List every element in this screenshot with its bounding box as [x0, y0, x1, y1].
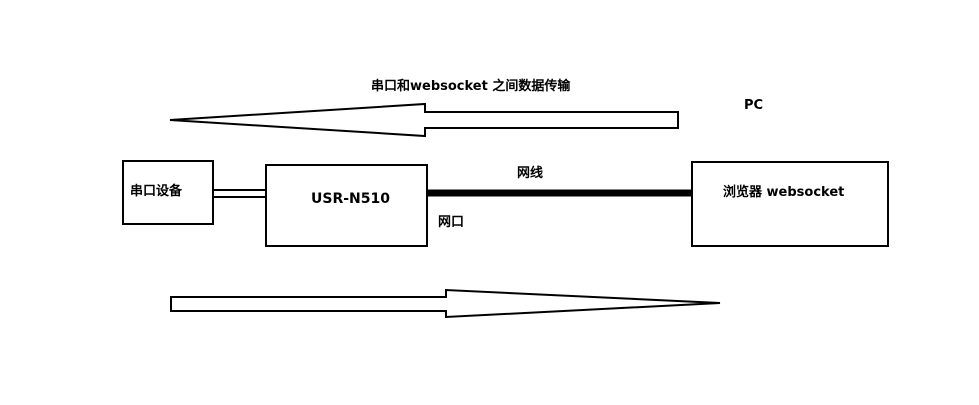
usr-device-label: USR-N510	[311, 191, 390, 207]
usr-device-box	[265, 164, 428, 247]
browser-label: 浏览器 websocket	[723, 185, 845, 200]
serial-device-label: 串口设备	[130, 184, 183, 199]
cable-label: 网线	[517, 166, 544, 181]
arrow-left	[169, 102, 679, 138]
browser-box	[691, 161, 889, 247]
arrow-right	[170, 288, 721, 319]
transfer-caption: 串口和websocket 之间数据传输	[371, 79, 571, 94]
port-label: 网口	[438, 215, 465, 230]
serial-device-box	[122, 160, 214, 225]
pc-label: PC	[744, 98, 764, 113]
